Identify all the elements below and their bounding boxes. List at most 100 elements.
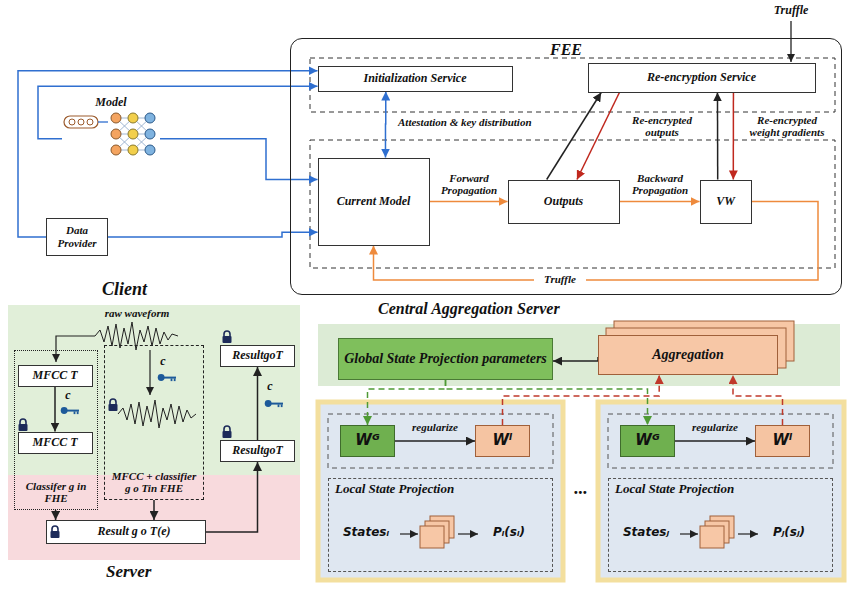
node-label: Local State Projection	[335, 482, 454, 497]
weight-box: Wᴳ	[620, 425, 675, 457]
aggregation-box: Aggregation	[598, 335, 778, 375]
connector	[717, 93, 719, 180]
node-label: Model	[95, 96, 126, 110]
connector	[55, 510, 57, 520]
projection-arrow	[400, 533, 418, 534]
process-box: Outputs	[508, 180, 620, 224]
node-label: Wˡ	[493, 432, 513, 449]
annotation: raw waveform	[92, 307, 182, 319]
connector	[153, 500, 155, 520]
model-neuron	[111, 145, 121, 155]
connector	[733, 93, 735, 180]
connector	[547, 93, 601, 180]
lock-icon	[109, 399, 118, 411]
edge-label: Truffle	[534, 273, 586, 285]
node-label: Aggregation	[652, 347, 724, 363]
projection-region: Local State Projection	[328, 478, 553, 572]
connector	[430, 201, 508, 203]
weight-region	[608, 414, 833, 468]
connector	[160, 139, 318, 180]
model-pill-dot	[69, 119, 75, 125]
model-neuron	[145, 129, 155, 139]
key-icon	[158, 374, 176, 381]
truffle-arrow	[790, 21, 791, 62]
edge-label: Attestation & key distribution	[398, 116, 598, 128]
annotation: c	[62, 389, 74, 402]
node-label: MFCC T	[32, 369, 77, 383]
connector	[620, 201, 700, 203]
weight-box: Wᴳ	[340, 425, 395, 457]
region-heading: Central Aggregation Server	[378, 300, 560, 318]
server-ground	[318, 324, 840, 386]
annotation: Truffle	[766, 4, 816, 17]
weight-box: Wˡ	[475, 425, 530, 457]
node-label: FEE	[550, 41, 582, 59]
connector	[38, 86, 318, 139]
process-box: MFCC T	[18, 365, 93, 387]
model-neuron	[128, 145, 138, 155]
connector	[577, 93, 619, 180]
connector	[54, 387, 56, 432]
annotation: c	[264, 380, 276, 393]
model-icon: Model	[62, 94, 160, 158]
model-input-pill	[64, 116, 98, 128]
annotation: Pᵢ(sᵢ)	[478, 526, 540, 539]
annotation: Statesⱼ	[614, 526, 678, 539]
lock-icon	[223, 426, 232, 438]
model-neuron	[128, 129, 138, 139]
connector	[206, 462, 258, 532]
parameter-box: Global State Projection parameters	[338, 338, 553, 380]
projection-region: Local State Projection	[608, 478, 833, 572]
node-label: Global State Projection parameters	[344, 351, 547, 367]
projection-arrow	[458, 533, 478, 534]
region-heading: Client	[102, 279, 147, 300]
client-panel	[318, 402, 563, 580]
weight-box: Wˡ	[755, 425, 810, 457]
model-neuron	[145, 113, 155, 123]
node-label: Current Model	[337, 195, 411, 209]
annotation: Pⱼ(sⱼ)	[758, 526, 820, 539]
model-flow-line	[98, 121, 108, 122]
result-box: ResultgoT	[220, 440, 295, 462]
connector	[257, 367, 259, 440]
connector	[395, 440, 475, 442]
projection-arrow	[680, 533, 698, 534]
model-box: Current Model	[318, 158, 430, 246]
fhe-region: MFCC + classifier g o Tin FHE	[104, 345, 204, 500]
node-label: Re-encryption Service	[647, 71, 756, 85]
weight-region	[328, 414, 553, 468]
annotation: ...	[566, 478, 596, 498]
connector	[368, 380, 446, 425]
node-label: Wᴳ	[355, 432, 379, 449]
node-label: Wˡ	[773, 432, 793, 449]
result-box: ResultgoT	[220, 345, 295, 367]
model-neuron	[145, 145, 155, 155]
key-icon	[265, 400, 283, 407]
model-neuron	[111, 113, 121, 123]
connector	[503, 375, 660, 425]
node-label: Data Provider	[51, 224, 103, 249]
connector	[446, 380, 648, 425]
node-label: Initialization Service	[363, 72, 466, 86]
edge-label: regularize	[397, 421, 473, 433]
model-pill-dot	[87, 119, 93, 125]
connector	[553, 357, 598, 361]
connector	[675, 440, 755, 442]
connector	[18, 71, 318, 237]
key-icon	[61, 407, 79, 414]
service-box: Re-encryption Service	[588, 63, 816, 93]
projection-arrow	[738, 533, 758, 534]
enclave-frame: FEE Initialization Service Re-encryption S…	[290, 38, 842, 295]
node-label: VW	[716, 195, 735, 209]
edge-label: regularize	[677, 421, 753, 433]
edge-label: Re-encrypted weight gradients	[742, 114, 832, 139]
edge-label: Backward Propagation	[623, 172, 697, 197]
node-label: Local State Projection	[615, 482, 734, 497]
connector	[385, 92, 387, 158]
node-label: Wᴳ	[635, 432, 659, 449]
lock-icon	[19, 419, 28, 431]
state-stack	[700, 526, 724, 548]
client-ground	[8, 305, 300, 475]
edge-label: Re-encrypted outputs	[624, 114, 700, 139]
node-label: MFCC + classifier g o Tin FHE	[108, 470, 200, 495]
